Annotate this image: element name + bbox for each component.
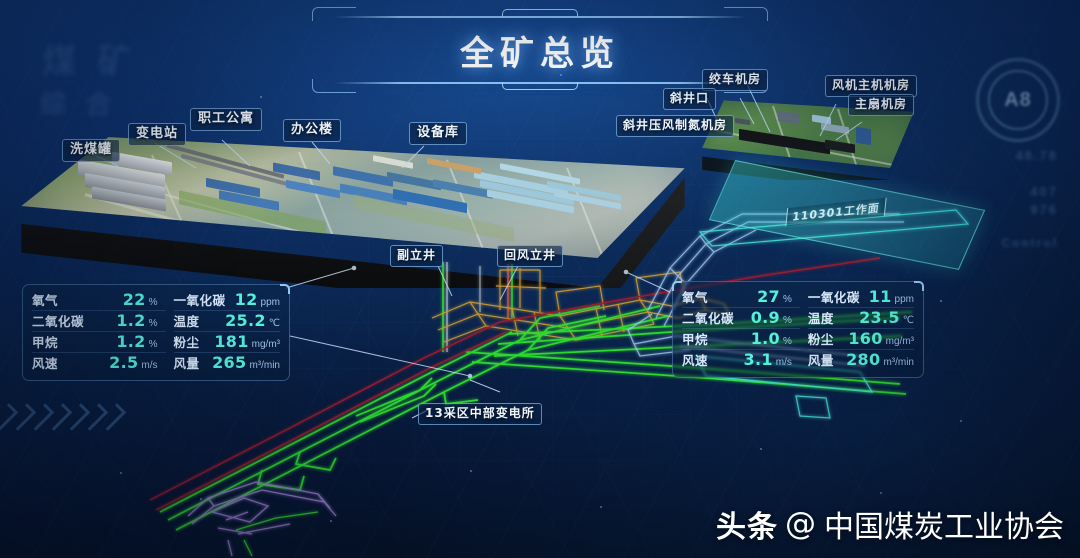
metric-key: 甲烷 (32, 335, 59, 350)
metric-carbon-dioxide: 二氧化碳 1.2 % (32, 311, 166, 332)
panel-left-row: 甲烷 1.2 % 粉尘 181 mg/m³ (32, 332, 280, 353)
metric-unit: % (782, 315, 792, 326)
metric-value: 23.5 (859, 308, 900, 327)
metric-value: 1.2 (116, 332, 146, 351)
metric-value: 12 (234, 290, 258, 309)
metric-carbon-monoxide: 一氧化碳 11 ppm (807, 287, 914, 308)
metric-value: 3.1 (743, 350, 773, 369)
metric-key: 二氧化碳 (32, 314, 85, 329)
metric-value: 1.2 (116, 311, 146, 330)
label-substation[interactable]: 变电站 (128, 123, 187, 147)
metric-key: 风量 (807, 353, 834, 368)
label-auxiliary-shaft[interactable]: 副立井 (390, 245, 444, 267)
panel-left-row: 氧气 22 % 一氧化碳 12 ppm (32, 290, 280, 311)
metric-dust: 粉尘 160 mg/m³ (807, 329, 914, 350)
metric-unit: % (148, 318, 158, 329)
metric-methane: 甲烷 1.2 % (32, 332, 166, 353)
metric-key: 粉尘 (173, 335, 200, 350)
metric-key: 甲烷 (682, 332, 709, 347)
watermark-account: 中国煤炭工业协会 (824, 510, 1064, 545)
metric-unit: ppm (894, 294, 914, 305)
metric-dust: 粉尘 181 mg/m³ (173, 332, 280, 353)
label-wash-tank[interactable]: 洗煤罐 (62, 139, 121, 163)
panel-right-row: 氧气 27 % 一氧化碳 11 ppm (682, 287, 914, 308)
metric-wind-speed: 风速 3.1 m/s (682, 350, 800, 371)
metric-methane: 甲烷 1.0 % (682, 329, 800, 350)
metric-carbon-monoxide: 一氧化碳 12 ppm (173, 290, 280, 311)
watermark-at: @ (785, 506, 817, 542)
sensor-panel-left[interactable]: 氧气 22 % 一氧化碳 12 ppm 二氧化碳 1.2 % 温度 25.2 ℃ (22, 284, 290, 381)
metric-unit: % (782, 294, 792, 305)
metric-key: 氧气 (32, 293, 59, 308)
metric-unit: m³/min (883, 357, 914, 368)
panel-right-row: 甲烷 1.0 % 粉尘 160 mg/m³ (682, 329, 914, 350)
metric-air-volume: 风量 265 m³/min (174, 353, 280, 374)
metric-key: 氧气 (682, 290, 709, 305)
metric-unit: ℃ (268, 318, 280, 329)
metric-unit: mg/m³ (251, 339, 280, 350)
metric-unit: m³/min (249, 360, 280, 371)
metric-oxygen: 氧气 22 % (32, 290, 166, 311)
metric-unit: % (148, 297, 158, 308)
metric-key: 风量 (173, 356, 200, 371)
metric-value: 265 (212, 353, 247, 372)
label-main-fan-room[interactable]: 主扇机房 (848, 94, 915, 116)
metric-key: 粉尘 (807, 332, 834, 347)
metric-wind-speed: 风速 2.5 m/s (32, 353, 166, 374)
metric-value: 181 (214, 332, 249, 351)
metric-unit: m/s (141, 360, 158, 371)
metric-key: 温度 (173, 314, 200, 329)
metric-value: 22 (122, 290, 146, 309)
metric-value: 1.0 (750, 329, 780, 348)
watermark-brand: 头条 (716, 510, 778, 545)
metric-carbon-dioxide: 二氧化碳 0.9 % (682, 308, 800, 329)
metric-key: 一氧化碳 (173, 293, 226, 308)
metric-unit: ppm (260, 297, 280, 308)
label-office-building[interactable]: 办公楼 (283, 119, 342, 143)
metric-oxygen: 氧气 27 % (682, 287, 800, 308)
metric-temperature: 温度 23.5 ℃ (807, 308, 914, 329)
metric-value: 25.2 (225, 311, 266, 330)
metric-unit: % (782, 336, 792, 347)
metric-key: 温度 (807, 311, 834, 326)
label-return-air-shaft[interactable]: 回风立井 (497, 245, 564, 267)
label-incline-nitrogen[interactable]: 斜井压风制氮机房 (616, 115, 735, 137)
label-staff-apartment[interactable]: 职工公寓 (190, 108, 263, 132)
metric-temperature: 温度 25.2 ℃ (173, 311, 280, 332)
metric-air-volume: 风量 280 m³/min (808, 350, 914, 371)
panel-left-row: 二氧化碳 1.2 % 温度 25.2 ℃ (32, 311, 280, 332)
metric-value: 11 (868, 287, 892, 306)
metric-value: 2.5 (109, 353, 139, 372)
sensor-panel-right[interactable]: 氧气 27 % 一氧化碳 11 ppm 二氧化碳 0.9 % 温度 23.5 ℃ (672, 281, 924, 378)
label-substation-13[interactable]: 13采区中部变电所 (418, 403, 542, 425)
metric-unit: m/s (775, 357, 792, 368)
panel-left-row: 风速 2.5 m/s 风量 265 m³/min (32, 353, 280, 374)
metric-unit: % (148, 339, 158, 350)
metric-value: 160 (848, 329, 883, 348)
label-equipment-depot[interactable]: 设备库 (409, 122, 468, 146)
metric-value: 280 (846, 350, 881, 369)
metric-unit: ℃ (902, 315, 914, 326)
metric-value: 27 (757, 287, 780, 306)
metric-value: 0.9 (750, 308, 780, 327)
metric-key: 风速 (32, 356, 59, 371)
metric-key: 一氧化碳 (807, 290, 860, 305)
label-incline-shaft[interactable]: 斜井口 (663, 88, 717, 110)
panel-right-row: 二氧化碳 0.9 % 温度 23.5 ℃ (682, 308, 914, 329)
watermark: 头条 @ 中国煤炭工业协会 (716, 502, 1064, 546)
panel-right-row: 风速 3.1 m/s 风量 280 m³/min (682, 350, 914, 371)
metric-unit: mg/m³ (885, 336, 914, 347)
metric-key: 二氧化碳 (682, 311, 735, 326)
metric-key: 风速 (682, 353, 709, 368)
